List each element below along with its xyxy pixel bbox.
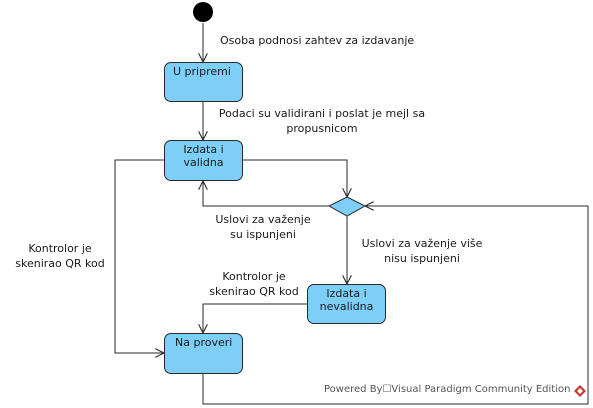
visual-paradigm-logo-icon <box>574 385 586 397</box>
edge-validna-to-proveri <box>114 159 164 353</box>
initial-node <box>193 2 213 22</box>
state-na-proveri: Na proveri <box>164 333 243 374</box>
label-validirani: Podaci su validirani i poslat je mejl sa… <box>212 106 432 136</box>
label-uslovi-ispunjeni-line1: Uslovi za važenje <box>215 213 311 226</box>
state-izdata-nevalidna-line1: Izdata i <box>326 287 367 300</box>
state-u-pripremi: U pripremi <box>164 62 243 102</box>
edge-proveri-to-decision <box>202 206 589 405</box>
label-kontrolor-nevalidna: Kontrolor je skenirao QR kod <box>206 269 302 299</box>
label-kontrolor-validna-line1: Kontrolor je <box>28 242 92 255</box>
edge-decision-to-validna <box>203 181 329 207</box>
label-uslovi-nisu-line1: Uslovi za važenje više <box>361 237 483 250</box>
label-uslovi-nisu-line2: nisu ispunjeni <box>384 252 460 265</box>
label-kontrolor-validna-line2: skenirao QR kod <box>15 257 105 270</box>
edge-validna-to-decision <box>243 159 347 197</box>
label-uslovi-nisu: Uslovi za važenje više nisu ispunjeni <box>356 236 488 266</box>
state-izdata-validna: Izdata i validna <box>164 140 243 181</box>
label-kontrolor-nevalidna-line1: Kontrolor je <box>222 270 286 283</box>
label-validirani-line2: propusnicom <box>286 122 358 135</box>
edge-nevalidna-to-proveri <box>203 303 307 333</box>
label-kontrolor-nevalidna-line2: skenirao QR kod <box>209 285 299 298</box>
state-u-pripremi-label: U pripremi <box>173 65 231 78</box>
label-podnosi-zahtev: Osoba podnosi zahtev za izdavanje <box>220 34 415 47</box>
label-uslovi-ispunjeni-line2: su ispunjeni <box>230 228 296 241</box>
state-izdata-validna-line1: Izdata i <box>183 143 224 156</box>
state-izdata-nevalidna: Izdata i nevalidna <box>307 284 386 324</box>
watermark-text: Powered By☐Visual Paradigm Community Edi… <box>324 384 571 395</box>
decision-node <box>327 196 367 217</box>
label-kontrolor-validna: Kontrolor je skenirao QR kod <box>12 241 108 271</box>
state-izdata-validna-line2: validna <box>183 156 224 169</box>
label-uslovi-ispunjeni: Uslovi za važenje su ispunjeni <box>208 212 318 242</box>
state-na-proveri-label: Na proveri <box>175 336 233 349</box>
label-validirani-line1: Podaci su validirani i poslat je mejl sa <box>218 107 426 120</box>
state-izdata-nevalidna-line2: nevalidna <box>319 300 374 313</box>
